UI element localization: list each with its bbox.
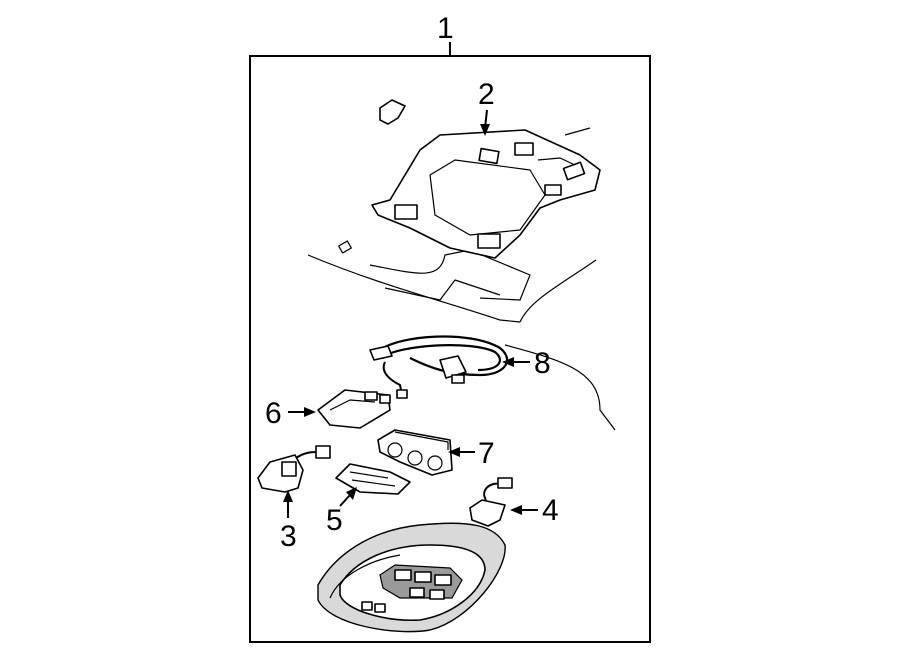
callout-3: 3 [280, 520, 297, 553]
overhead-console [317, 522, 506, 633]
callout-2: 2 [478, 78, 495, 111]
callout-4: 4 [542, 494, 559, 527]
part-6-lens [335, 463, 411, 495]
part-4-socket [469, 477, 513, 527]
callout-7: 7 [478, 437, 495, 470]
part-8-harness [369, 335, 508, 399]
callout-8-arrow [502, 357, 514, 367]
diagram-frame [249, 55, 651, 643]
part-5-bracket [317, 389, 391, 429]
callout-3-arrow [283, 490, 293, 502]
callout-8: 8 [534, 347, 551, 380]
callout-6-leader [339, 494, 351, 507]
callout-7-arrow [448, 447, 460, 457]
callout-1: 1 [437, 12, 454, 45]
callout-4-arrow [510, 505, 522, 515]
callout-5: 6 [265, 397, 282, 430]
callout-6-arrow [346, 487, 357, 500]
part-7-housing [377, 429, 453, 476]
callout-6: 5 [326, 504, 343, 537]
clip-icon [379, 99, 406, 125]
headliner-outline [307, 127, 616, 431]
part-2-bracket [371, 129, 601, 259]
callout-5-arrow [304, 407, 316, 417]
part-3-socket [257, 445, 331, 493]
callout-2-arrow [480, 124, 490, 136]
